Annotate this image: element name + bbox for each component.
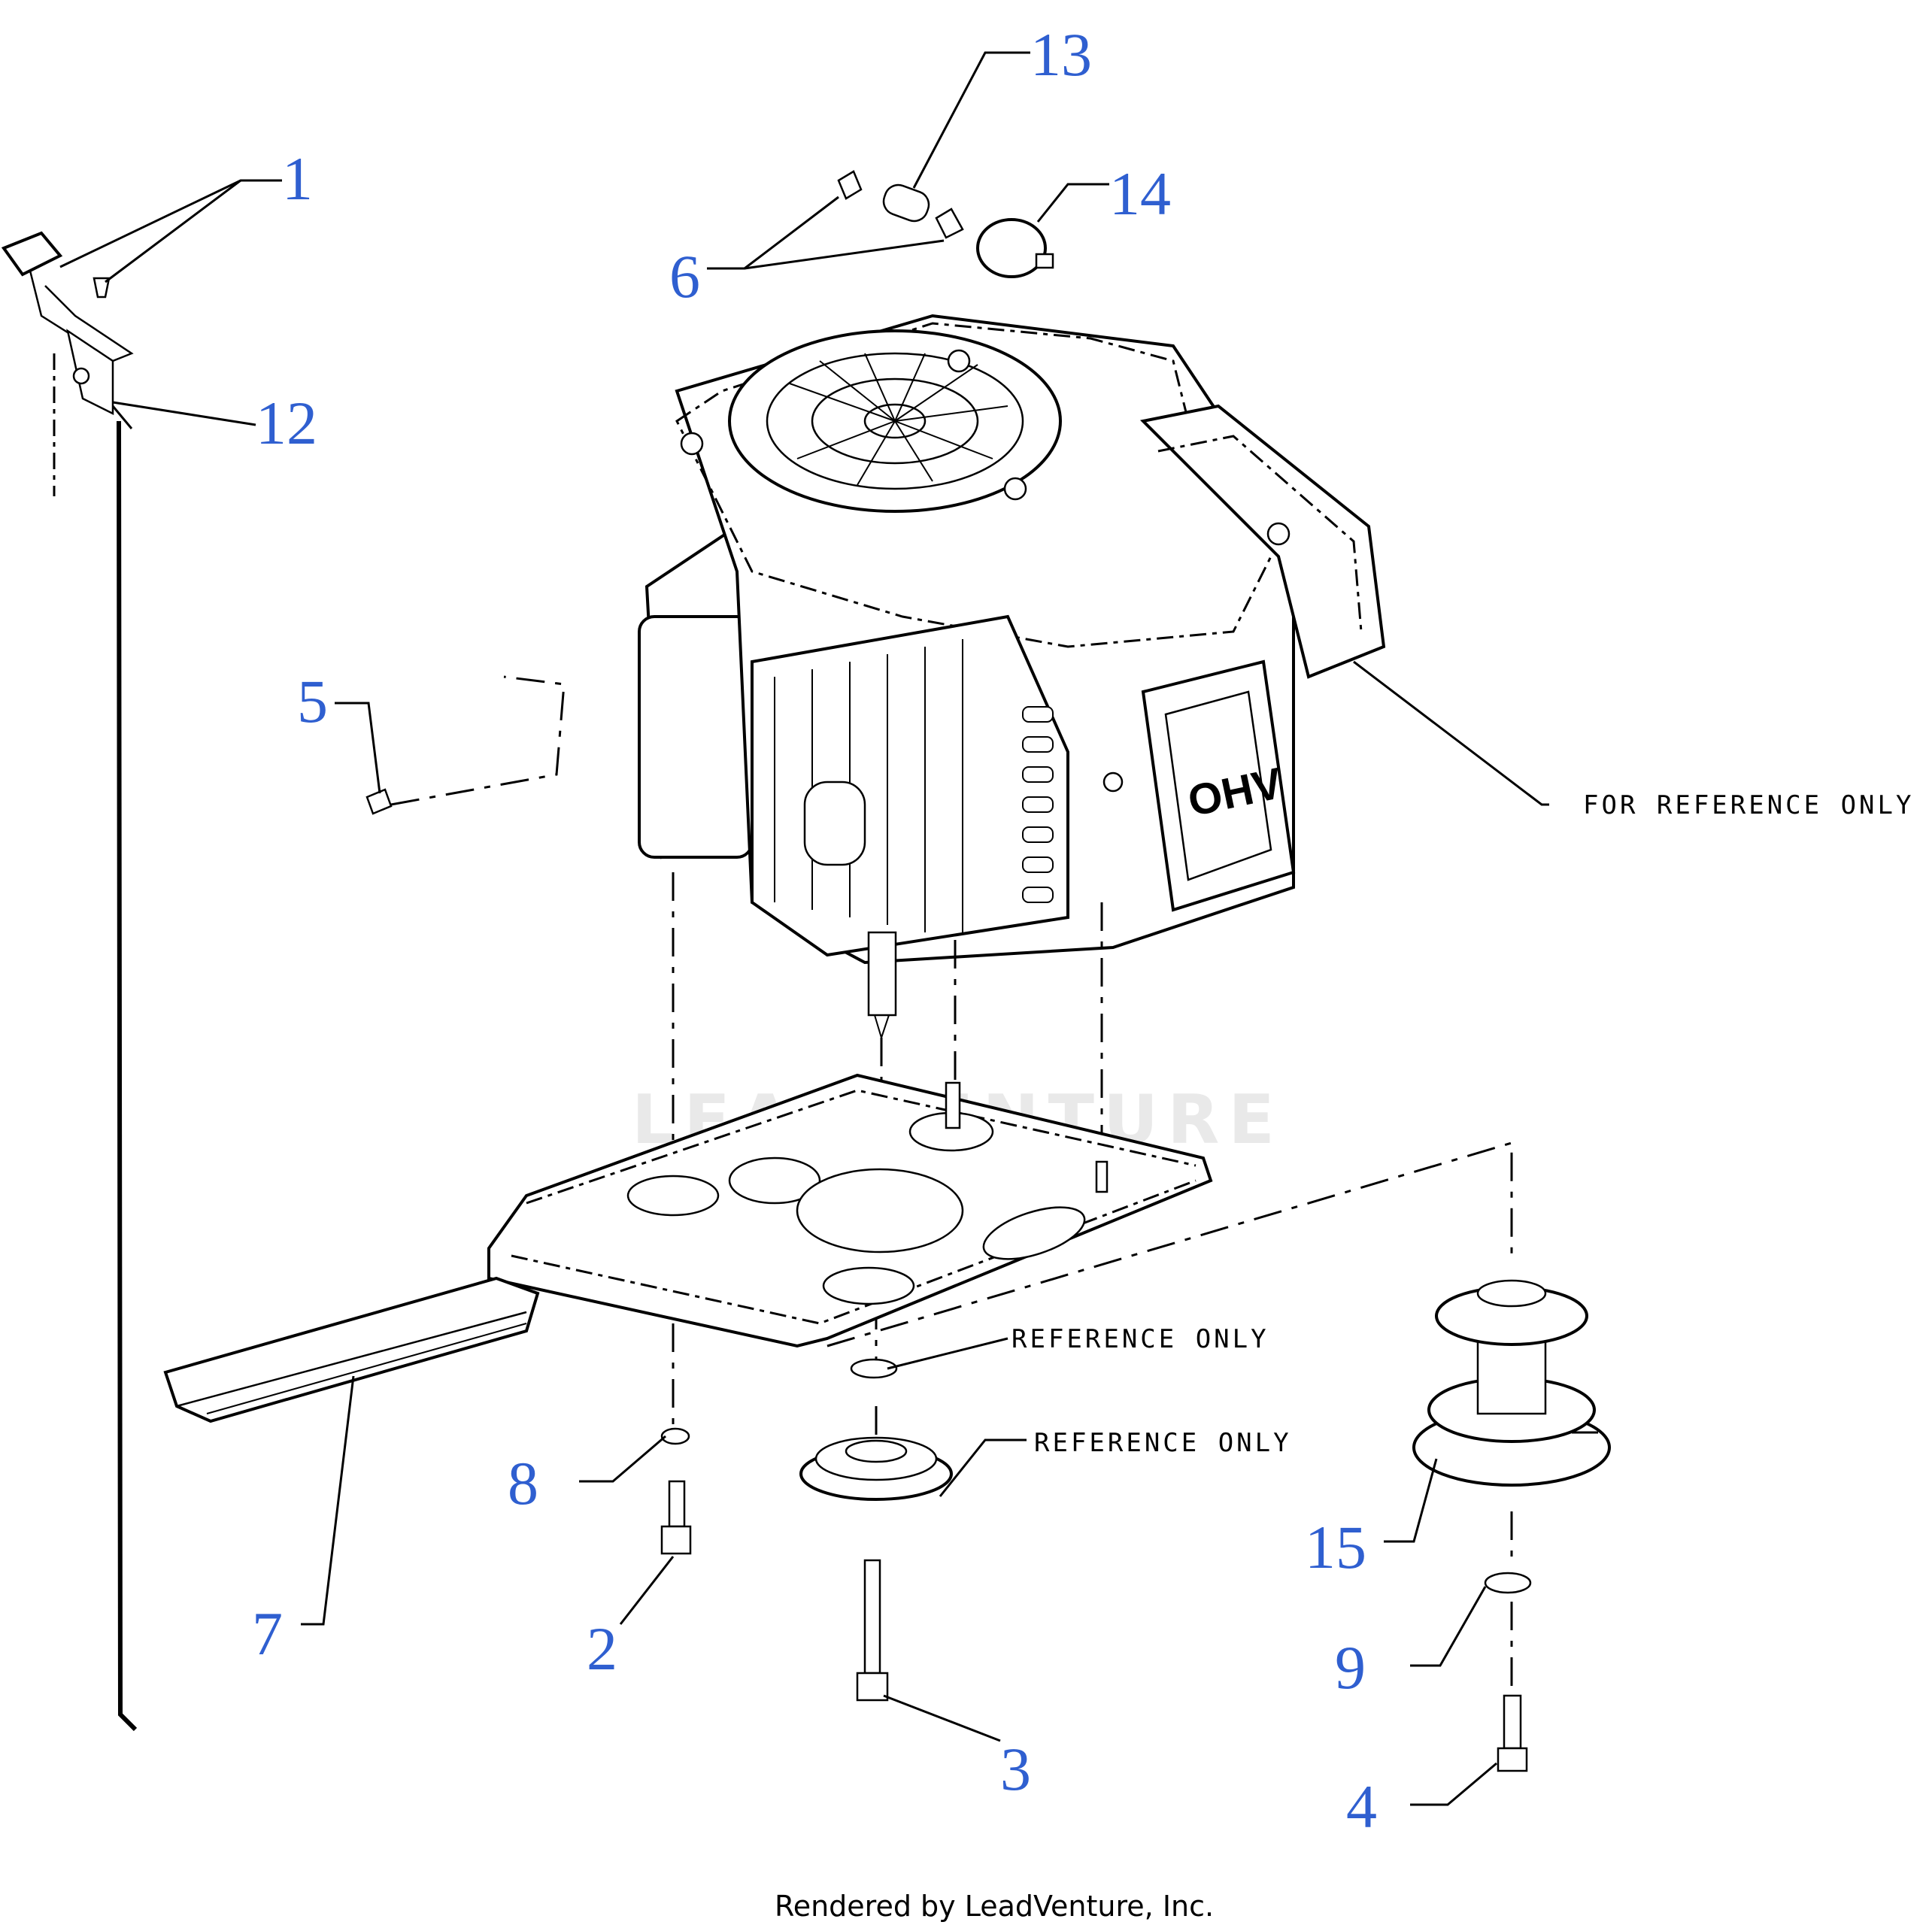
callout-9[interactable]: 9 xyxy=(1335,1633,1366,1702)
callout-15[interactable]: 15 xyxy=(1305,1513,1366,1581)
note-for-reference-only: FOR REFERENCE ONLY xyxy=(1583,790,1914,820)
callout-12[interactable]: 12 xyxy=(256,389,317,457)
callout-4[interactable]: 4 xyxy=(1346,1772,1377,1841)
part-15-pulley xyxy=(1412,1279,1611,1487)
part-5-nut xyxy=(365,675,566,815)
callout-7[interactable]: 7 xyxy=(252,1599,283,1668)
throttle-control-assembly xyxy=(1,231,138,1732)
callout-numbers: 1 12 13 14 6 5 8 2 7 3 15 9 4 xyxy=(252,20,1377,1841)
reference-washer xyxy=(850,1358,898,1379)
part-3-bolt xyxy=(856,1559,889,1702)
callout-8[interactable]: 8 xyxy=(508,1449,538,1517)
part-7-shield xyxy=(163,1276,540,1423)
part-9-washer xyxy=(1484,1572,1532,1594)
leader-lines xyxy=(59,51,1598,1806)
footer-credit: Rendered by LeadVenture, Inc. xyxy=(775,1890,1214,1923)
part-2-bolt xyxy=(660,1480,692,1555)
callout-5[interactable]: 5 xyxy=(297,667,328,735)
callout-3[interactable]: 3 xyxy=(1000,1735,1031,1803)
part-8-washer xyxy=(660,1427,690,1445)
note-reference-only-washer: REFERENCE ONLY xyxy=(1011,1324,1269,1354)
engine-mount-plate xyxy=(487,1073,1213,1348)
reference-pulley xyxy=(799,1436,953,1501)
callout-6[interactable]: 6 xyxy=(669,242,700,311)
engine-reference: OHV xyxy=(638,314,1386,1041)
callout-13[interactable]: 13 xyxy=(1030,20,1092,89)
callout-1[interactable]: 1 xyxy=(282,144,313,213)
callout-14[interactable]: 14 xyxy=(1109,159,1171,228)
callout-2[interactable]: 2 xyxy=(587,1614,617,1683)
part-4-bolt xyxy=(1497,1694,1528,1772)
note-reference-only-pulley: REFERENCE ONLY xyxy=(1034,1428,1292,1458)
fuel-filter-parts xyxy=(837,170,1054,278)
